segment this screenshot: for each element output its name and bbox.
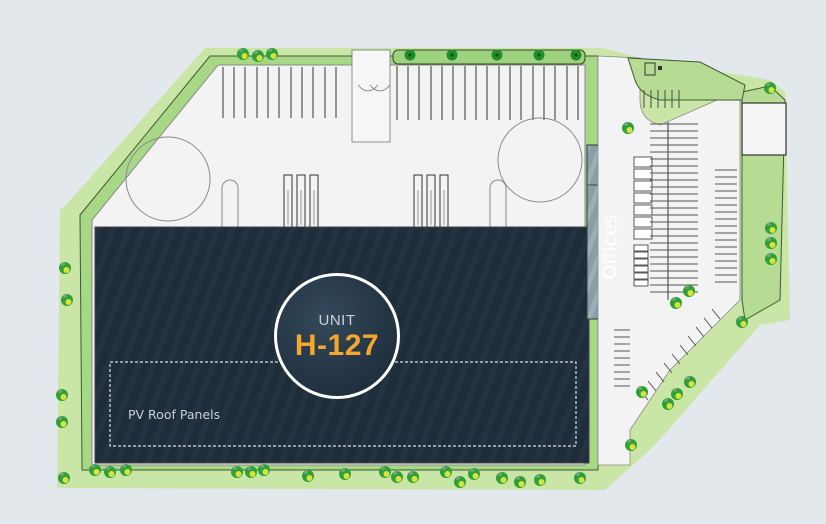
unit-label: UNIT bbox=[318, 312, 356, 329]
offices-label: Offices bbox=[599, 214, 621, 279]
unit-badge[interactable]: UNIT H-127 bbox=[274, 273, 400, 399]
pv-roof-panels-label: PV Roof Panels bbox=[128, 407, 221, 422]
offices-label-text: Offices bbox=[599, 214, 621, 280]
substation bbox=[741, 102, 787, 156]
unit-code: H-127 bbox=[294, 329, 380, 362]
